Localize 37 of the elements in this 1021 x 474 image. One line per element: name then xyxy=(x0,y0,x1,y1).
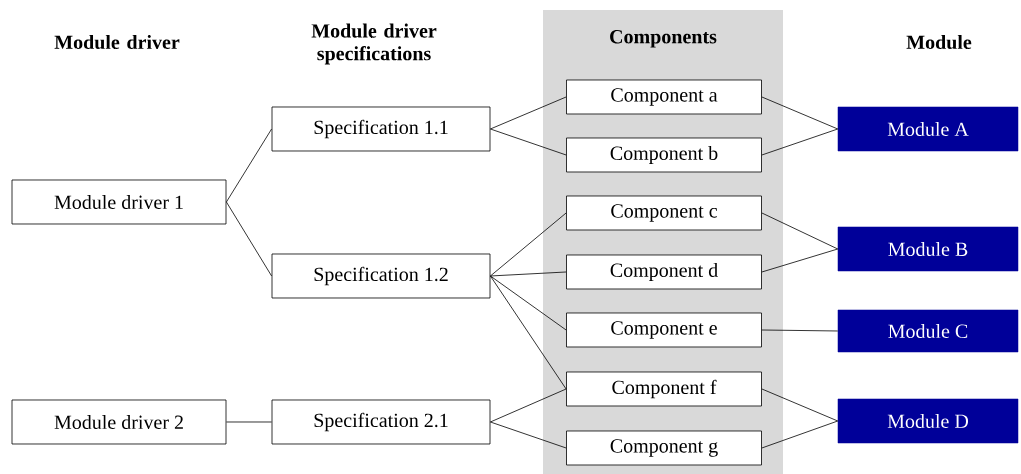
connector-line xyxy=(226,128,272,203)
connector-line xyxy=(490,271,567,277)
connector-line xyxy=(761,212,839,250)
connector-line xyxy=(226,421,272,423)
process-box: Component a xyxy=(566,79,762,115)
process-box: Specification 1.2 xyxy=(271,253,491,299)
column-heading: Module driver xyxy=(54,34,180,50)
connector-line xyxy=(761,128,839,156)
connector-line xyxy=(761,388,839,422)
module-box: Module C xyxy=(837,309,1019,353)
connector-line xyxy=(761,329,839,332)
process-box: Component e xyxy=(566,312,762,348)
process-box: Specification 2.1 xyxy=(271,399,491,445)
connector-line xyxy=(490,212,567,277)
connector-line xyxy=(490,421,567,449)
connector-line xyxy=(490,275,567,331)
process-box: Specification 1.1 xyxy=(271,106,491,152)
process-box: Component b xyxy=(566,137,762,173)
connector-line xyxy=(761,248,839,273)
column-heading: Module xyxy=(906,34,972,50)
module-box: Module D xyxy=(837,398,1019,444)
connector-line xyxy=(761,96,839,130)
process-box: Component d xyxy=(566,254,762,290)
process-box: Module driver 2 xyxy=(11,399,227,445)
connector-line xyxy=(226,201,272,277)
module-box: Module A xyxy=(837,106,1019,152)
connector-line xyxy=(490,388,567,423)
module-box: Module B xyxy=(837,226,1019,272)
process-box: Component g xyxy=(566,430,762,466)
connector-line xyxy=(761,420,839,449)
connector-line xyxy=(490,128,567,156)
connector-line xyxy=(490,96,567,130)
connector-line xyxy=(490,275,567,390)
process-box: Module driver 1 xyxy=(11,179,227,225)
column-heading: Module driver specifications xyxy=(311,23,437,65)
process-box: Component f xyxy=(566,371,762,407)
process-box: Component c xyxy=(566,195,762,231)
